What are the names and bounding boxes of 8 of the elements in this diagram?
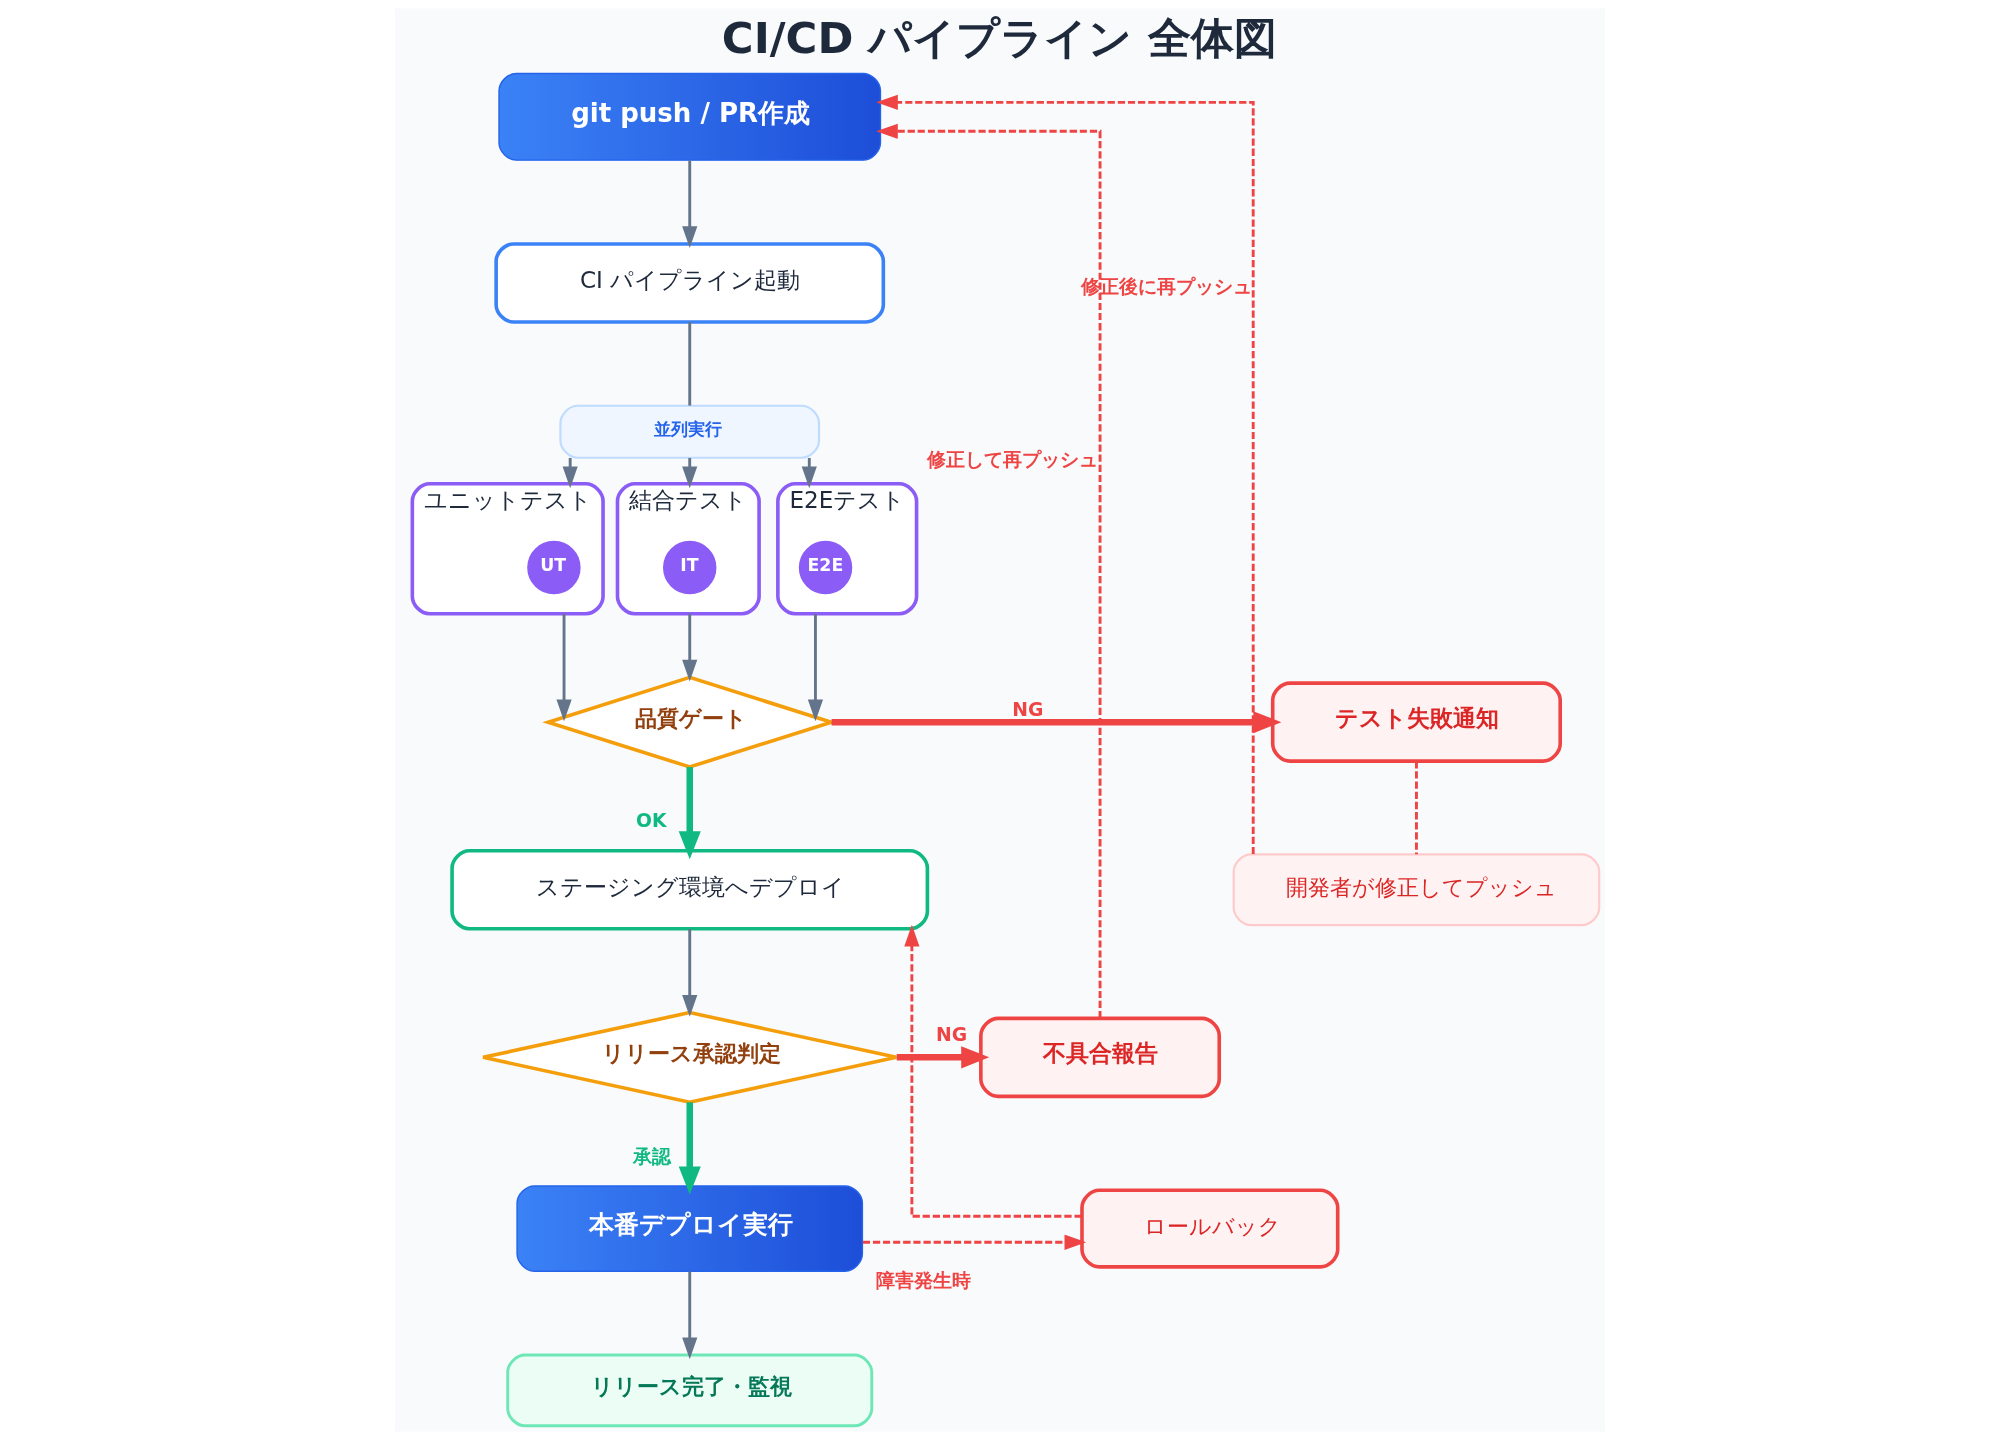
edge-label: 修正後に再プッシュ: [1081, 276, 1253, 298]
edge-label: 修正して再プッシュ: [926, 449, 1098, 471]
edge-label: 承認: [633, 1145, 672, 1167]
diagram-title: CI/CD パイプライン 全体図: [721, 13, 1277, 64]
edge-label: NG: [936, 1023, 968, 1045]
edge-label: OK: [635, 810, 667, 832]
edge-label: NG: [1012, 698, 1044, 720]
edge-label: 障害発生時: [875, 1270, 971, 1292]
